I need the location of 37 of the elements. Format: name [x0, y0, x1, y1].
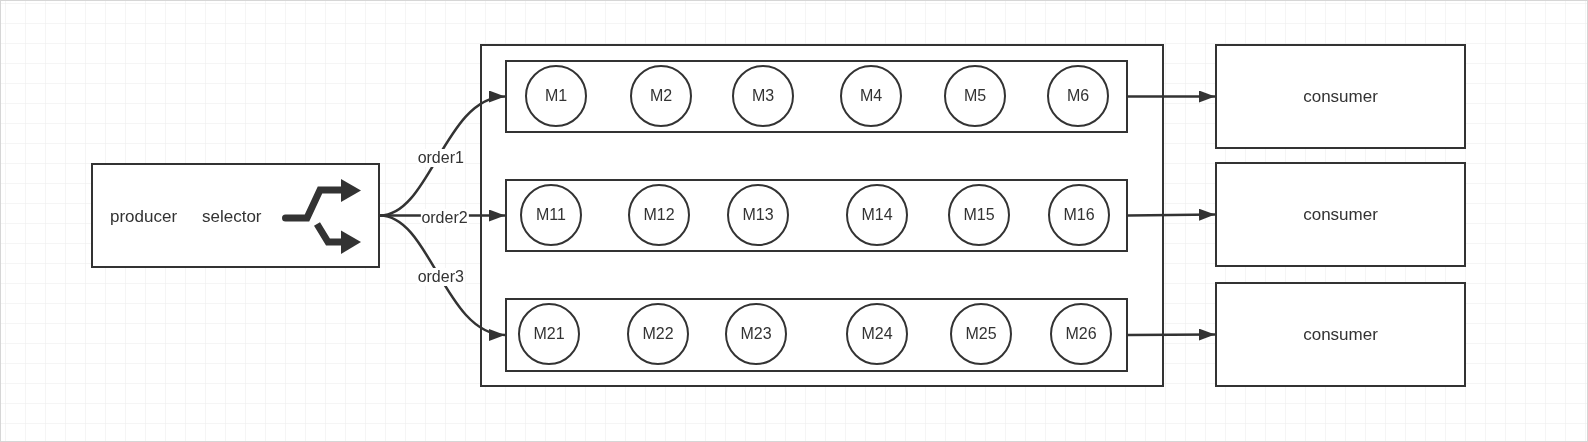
arrow: [1128, 90, 1215, 103]
arrow: [379, 214, 506, 339]
node-label: M3: [751, 87, 775, 104]
producer-box: [91, 163, 380, 268]
node-label: M25: [965, 326, 997, 342]
consumer-box: [1215, 282, 1466, 387]
node-label: producer: [110, 207, 178, 224]
queue-box: [504, 178, 1128, 252]
node-label: M11: [536, 206, 566, 223]
arrow: [1128, 208, 1215, 221]
node-label: M22: [642, 326, 674, 342]
node-label: consumer: [1303, 326, 1378, 343]
node-label: M23: [740, 326, 772, 342]
node-label: M12: [643, 206, 675, 223]
node-label: consumer: [1303, 206, 1378, 223]
node-label: M6: [1066, 87, 1090, 104]
node-label: consumer: [1303, 88, 1378, 105]
edge-label: order1: [416, 149, 465, 167]
node-label: M21: [533, 326, 565, 342]
node-label: M13: [742, 206, 774, 223]
node-label: M14: [861, 206, 893, 223]
node-label: M16: [1063, 206, 1095, 223]
queue-box: [504, 59, 1128, 133]
node-label: M15: [963, 206, 995, 223]
node-label: selector: [202, 207, 262, 224]
node-label: M2: [649, 87, 673, 104]
node-label: M1: [544, 87, 568, 104]
node-label: M5: [963, 87, 987, 104]
edge-label: order3: [416, 268, 465, 287]
arrow: [1128, 328, 1215, 341]
queue-box: [504, 297, 1128, 372]
node-label: M4: [859, 87, 883, 104]
consumer-box: [1215, 44, 1466, 149]
node-label: M26: [1065, 326, 1097, 342]
consumer-box: [1215, 162, 1466, 267]
node-label: M24: [861, 326, 893, 342]
container-box: [480, 44, 1164, 387]
